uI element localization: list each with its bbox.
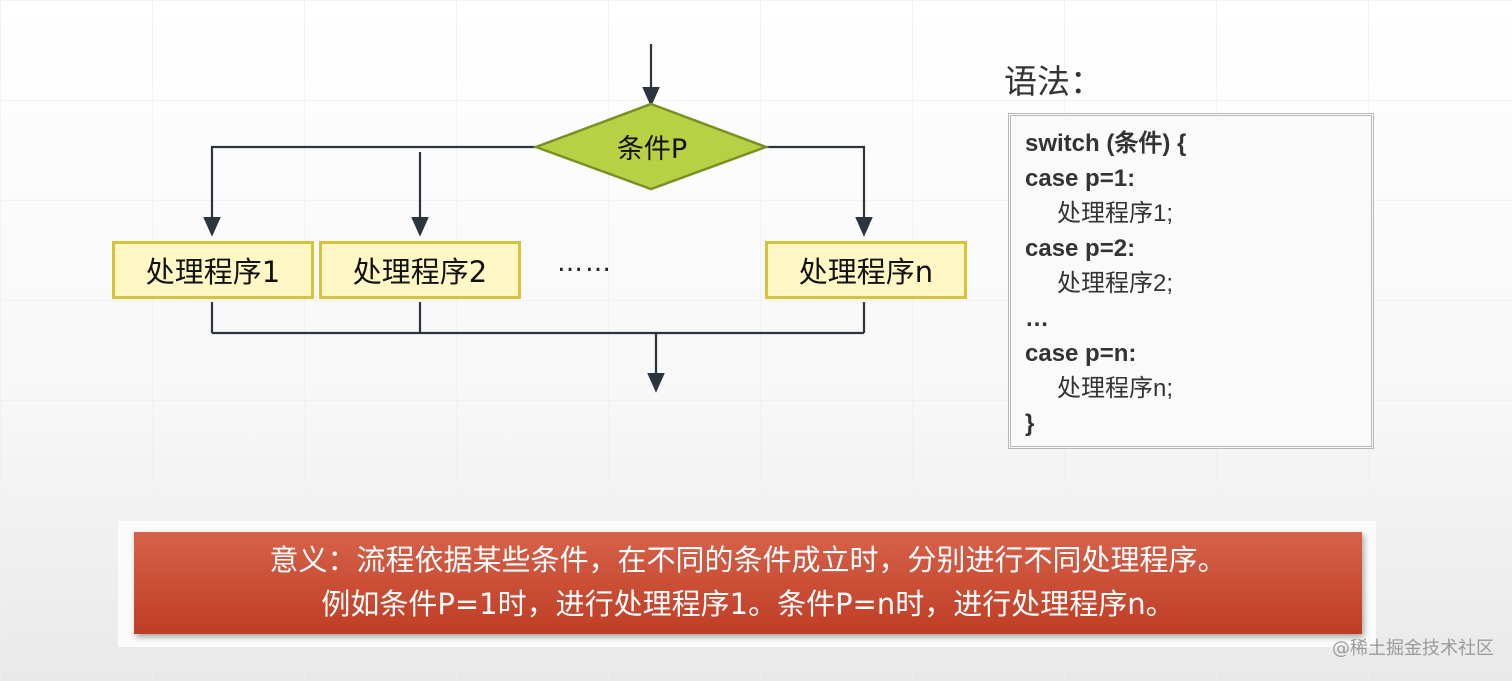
code-line: 处理程序2; bbox=[1057, 270, 1174, 297]
process-box-1: 处理程序1 bbox=[112, 241, 314, 299]
process-box-n: 处理程序n bbox=[765, 241, 967, 299]
process-box-1-label: 处理程序1 bbox=[145, 255, 281, 289]
code-line: case p=n: bbox=[1025, 340, 1137, 367]
arrow-to-box-n bbox=[766, 145, 873, 237]
code-line: 处理程序1; bbox=[1057, 200, 1174, 227]
syntax-code-box: switch (条件) { case p=1: 处理程序1; case p=2:… bbox=[1008, 113, 1374, 449]
condition-label: 条件P bbox=[616, 134, 688, 165]
arrow-to-box-1 bbox=[203, 145, 536, 237]
code-line: case p=2: bbox=[1025, 235, 1136, 262]
process-box-n-label: 处理程序n bbox=[798, 255, 934, 289]
code-line: switch (条件) { bbox=[1025, 130, 1187, 157]
process-box-2: 处理程序2 bbox=[319, 241, 521, 299]
code-line: … bbox=[1025, 305, 1049, 332]
meaning-banner: 意义：流程依据某些条件，在不同的条件成立时，分别进行不同处理程序。 例如条件P=… bbox=[134, 532, 1362, 634]
meaning-line-1: 意义：流程依据某些条件，在不同的条件成立时，分别进行不同处理程序。 bbox=[269, 543, 1227, 577]
meaning-line-2: 例如条件P=1时，进行处理程序1。条件P=n时，进行处理程序n。 bbox=[321, 587, 1175, 621]
watermark: @稀土掘金技术社区 bbox=[1332, 638, 1494, 659]
syntax-title: 语法： bbox=[1004, 62, 1103, 101]
ellipsis: …… bbox=[557, 248, 613, 278]
condition-diamond bbox=[532, 102, 770, 191]
code-line: case p=1: bbox=[1025, 165, 1136, 192]
meaning-panel: 意义：流程依据某些条件，在不同的条件成立时，分别进行不同处理程序。 例如条件P=… bbox=[118, 521, 1376, 647]
code-line: } bbox=[1025, 410, 1035, 437]
code-line: 处理程序n; bbox=[1057, 375, 1174, 402]
process-box-2-label: 处理程序2 bbox=[352, 255, 488, 289]
